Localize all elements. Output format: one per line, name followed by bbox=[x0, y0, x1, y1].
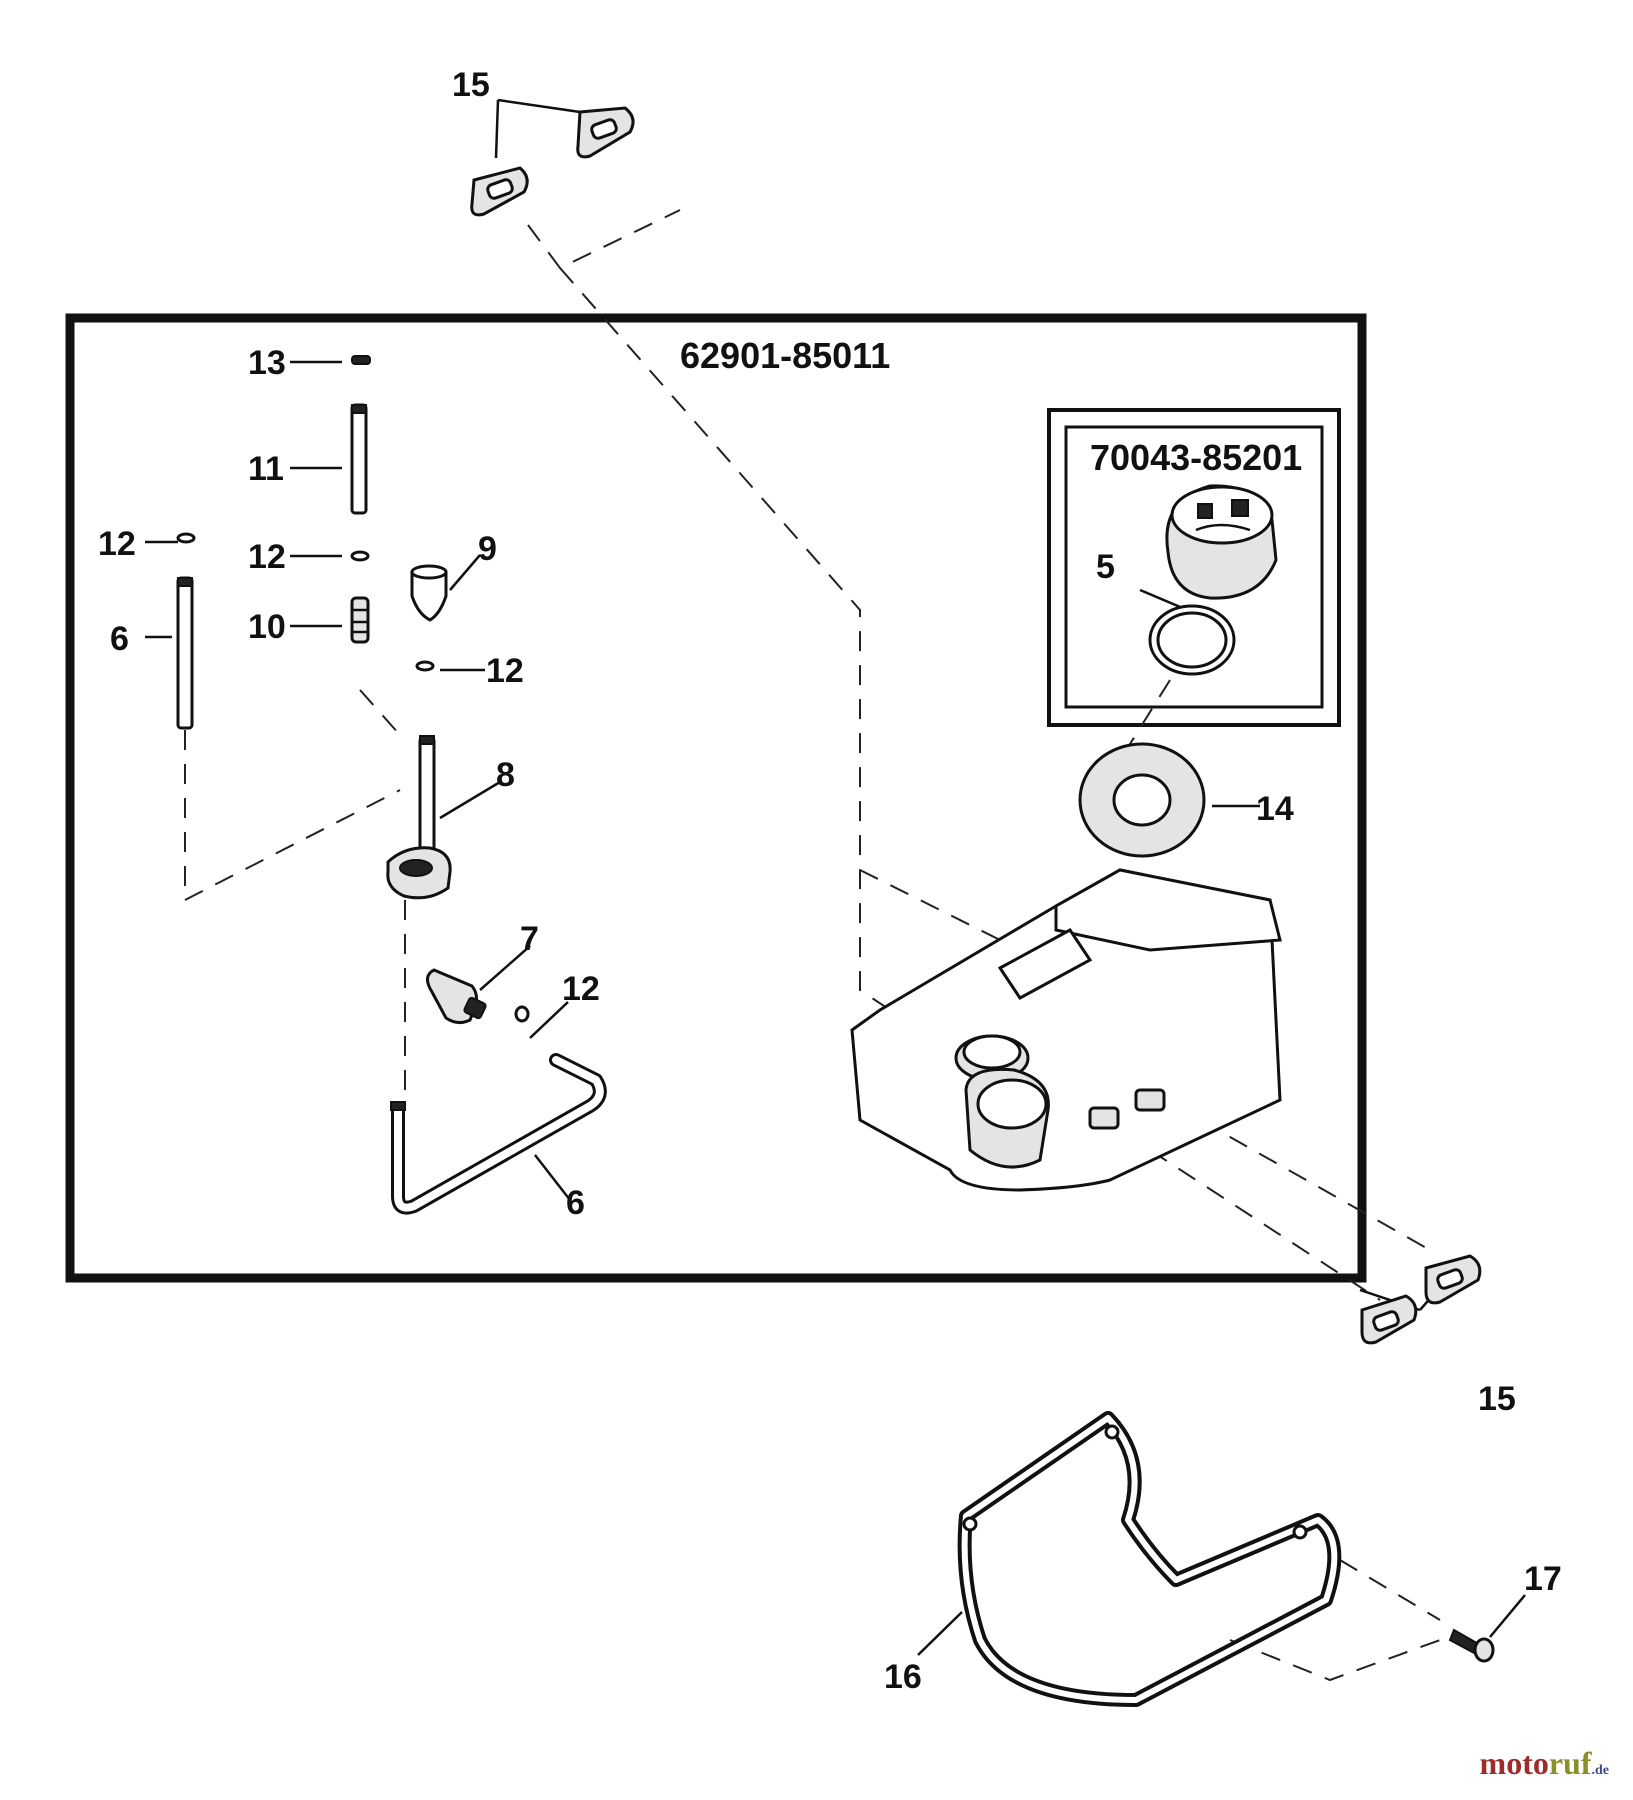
kit-number-main: 62901-85011 bbox=[680, 335, 890, 376]
fuel-filter-part-7 bbox=[426, 968, 487, 1025]
callout-6-b: 6 bbox=[566, 1184, 585, 1222]
ring-12-a bbox=[350, 550, 370, 562]
grommet-bottom-right bbox=[1424, 1254, 1482, 1305]
bracket-part-16 bbox=[957, 1411, 1342, 1707]
callout-17: 17 bbox=[1524, 1560, 1562, 1598]
callout-14: 14 bbox=[1256, 790, 1294, 828]
fuel-cap bbox=[1165, 484, 1278, 600]
fuel-tank bbox=[850, 868, 1282, 1192]
kit-frame-cap-inner bbox=[1064, 425, 1324, 709]
gasket-part-5 bbox=[1148, 604, 1236, 676]
callout-11: 11 bbox=[248, 450, 284, 488]
watermark: motoruf.de bbox=[1480, 1745, 1609, 1782]
callout-16: 16 bbox=[884, 1658, 922, 1696]
grommet-top-right bbox=[576, 106, 635, 159]
grommet-bottom-left bbox=[1360, 1294, 1418, 1345]
callout-12-b: 12 bbox=[248, 538, 286, 576]
washer-part-14 bbox=[1078, 742, 1206, 858]
callout-15-bottom: 15 bbox=[1478, 1380, 1516, 1418]
leader-lines bbox=[145, 98, 1526, 1656]
ring-12-d bbox=[514, 1005, 530, 1023]
callout-12-d: 12 bbox=[562, 970, 600, 1008]
callout-12-c: 12 bbox=[486, 652, 524, 690]
watermark-part2: ruf bbox=[1548, 1745, 1592, 1781]
ring-12-c bbox=[415, 660, 435, 672]
tube-part-11 bbox=[350, 403, 368, 515]
callout-6-a: 6 bbox=[110, 620, 129, 658]
tube-part-6-straight bbox=[176, 576, 194, 730]
kit-number-cap: 70043-85201 bbox=[1090, 437, 1302, 478]
screw-part-17 bbox=[1448, 1628, 1495, 1663]
filter-part-9 bbox=[410, 564, 448, 622]
callout-9: 9 bbox=[478, 530, 497, 568]
watermark-part1: moto bbox=[1479, 1745, 1549, 1781]
callout-5: 5 bbox=[1096, 548, 1115, 586]
callout-7: 7 bbox=[520, 920, 539, 958]
callout-13: 13 bbox=[248, 344, 286, 382]
kit-frame-main bbox=[65, 313, 1367, 1283]
ring-12-b bbox=[176, 532, 196, 544]
grommet-part-8 bbox=[386, 735, 452, 900]
watermark-part3: .de bbox=[1591, 1763, 1610, 1778]
fitting-part-10 bbox=[350, 596, 370, 644]
grommet-top-left bbox=[470, 166, 529, 217]
kit-frame-cap-outer bbox=[1047, 408, 1341, 727]
assembly-lines bbox=[184, 209, 1441, 1682]
clip-part-13 bbox=[351, 355, 371, 365]
callout-10: 10 bbox=[248, 608, 286, 646]
callout-15-top: 15 bbox=[452, 66, 490, 104]
callout-12-a: 12 bbox=[98, 525, 136, 563]
callout-8: 8 bbox=[496, 756, 515, 794]
